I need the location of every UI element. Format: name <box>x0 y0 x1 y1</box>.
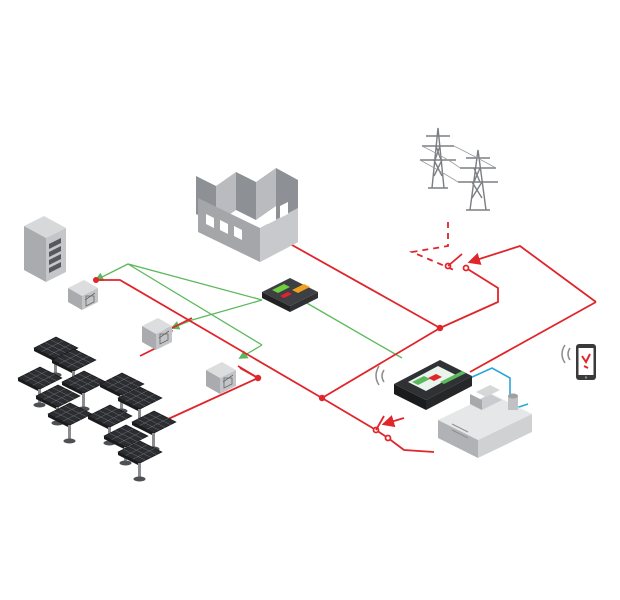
app-to-controller <box>469 301 597 373</box>
generator-breaker-switch <box>372 415 392 442</box>
inverter-icon-2 <box>142 318 172 350</box>
grid-to-bus <box>439 267 499 329</box>
junction-3 <box>254 374 262 382</box>
pv-feed-1 <box>96 279 323 399</box>
controller-display-icon <box>394 360 472 410</box>
inverter-icon-1 <box>68 280 98 310</box>
control-link-inverter-1 <box>94 263 263 301</box>
pv-feed-4 <box>239 367 259 379</box>
green-control-links <box>94 263 403 359</box>
app-to-grid-switch <box>467 245 597 303</box>
grid-breaker-switch <box>444 253 470 272</box>
tower-left <box>420 127 456 189</box>
tower-right <box>458 149 498 211</box>
junction-2 <box>318 394 326 402</box>
wireless-icon-phone <box>561 344 571 364</box>
generator-icon <box>438 385 532 458</box>
cabinet-icon <box>24 216 66 282</box>
red-power-lines <box>96 222 597 453</box>
controller-to-switch <box>381 415 405 428</box>
control-link-inverter-3 <box>238 344 263 359</box>
junction-1 <box>436 324 444 332</box>
cabinet-slots <box>49 238 61 273</box>
control-link-inverter-2 <box>170 299 263 330</box>
wireless-icon-controller <box>375 365 385 386</box>
solar-arrays <box>17 336 177 482</box>
factory-icon <box>196 168 298 262</box>
control-link-genset <box>304 301 403 359</box>
smartphone-icon <box>576 344 596 380</box>
factory-windows <box>206 202 288 240</box>
junction-5 <box>93 277 99 283</box>
io-module-icon <box>262 278 318 312</box>
control-link-bus <box>127 263 263 346</box>
grid-dashed-feed <box>408 222 455 271</box>
transmission-tower-icon <box>419 127 498 211</box>
inverter-icon-3 <box>206 362 236 394</box>
